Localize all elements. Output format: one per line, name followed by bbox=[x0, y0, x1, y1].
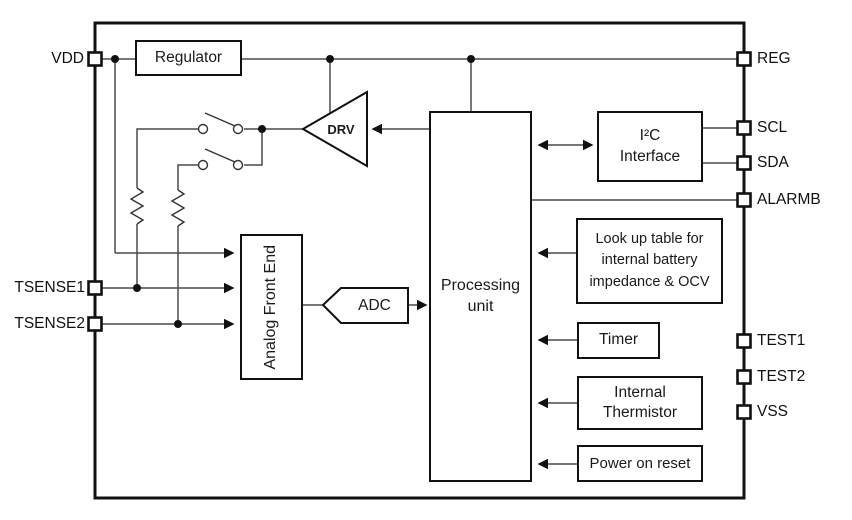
wire-net bbox=[102, 58, 737, 470]
adc-pentagon bbox=[321, 287, 409, 324]
block-internal-thermistor: Internal Thermistor bbox=[577, 376, 703, 430]
wire-switch1-left-to-resistor1 bbox=[136, 128, 198, 188]
block-analog-front-end: Analog Front End bbox=[240, 234, 303, 380]
pin-reg bbox=[736, 51, 752, 67]
pin-test2 bbox=[736, 369, 752, 385]
wire-switch2-right-up bbox=[244, 133, 263, 166]
pin-tsense2 bbox=[87, 316, 103, 332]
pin-alarmb bbox=[736, 192, 752, 208]
block-processing-unit: Processing unit bbox=[429, 111, 532, 482]
pin-label-scl: SCL bbox=[757, 119, 788, 136]
pin-label-vss: VSS bbox=[757, 403, 789, 420]
pin-label-tsense1: TSENSE1 bbox=[14, 279, 85, 296]
block-lookup-table: Look up table for internal battery imped… bbox=[576, 218, 723, 304]
pin-squares bbox=[87, 51, 752, 420]
switch1-icon bbox=[197, 112, 244, 135]
pin-label-test1: TEST1 bbox=[757, 332, 806, 349]
block-timer: Timer bbox=[577, 322, 660, 359]
pin-label-test2: TEST2 bbox=[757, 368, 806, 385]
resistor2-icon bbox=[170, 189, 186, 227]
block-regulator: Regulator bbox=[135, 40, 242, 76]
pin-label-reg: REG bbox=[757, 50, 791, 67]
chip-outline bbox=[93, 21, 746, 500]
switch2-icon bbox=[197, 148, 244, 171]
block-analog-front-end-label: Analog Front End bbox=[262, 244, 280, 370]
pin-vss bbox=[736, 404, 752, 420]
pin-tsense1 bbox=[87, 280, 103, 296]
pin-label-alarmb: ALARMB bbox=[757, 191, 821, 208]
resistor1-icon bbox=[129, 187, 145, 225]
drv-buffer-triangle bbox=[301, 90, 368, 168]
pin-label-tsense2: TSENSE2 bbox=[14, 315, 85, 332]
junction-dots bbox=[111, 55, 475, 328]
pin-test1 bbox=[736, 333, 752, 349]
pin-vdd bbox=[87, 51, 103, 67]
wire-switch2-left-to-resistor2 bbox=[177, 164, 198, 190]
block-i2c-interface: I²C Interface bbox=[597, 111, 703, 182]
drv-label: DRV bbox=[327, 121, 355, 137]
pin-label-sda: SDA bbox=[757, 154, 789, 171]
adc-label: ADC bbox=[358, 296, 391, 314]
pin-label-vdd: VDD bbox=[51, 50, 84, 67]
pin-scl bbox=[736, 120, 752, 136]
block-power-on-reset: Power on reset bbox=[577, 445, 703, 482]
pin-sda bbox=[736, 155, 752, 171]
